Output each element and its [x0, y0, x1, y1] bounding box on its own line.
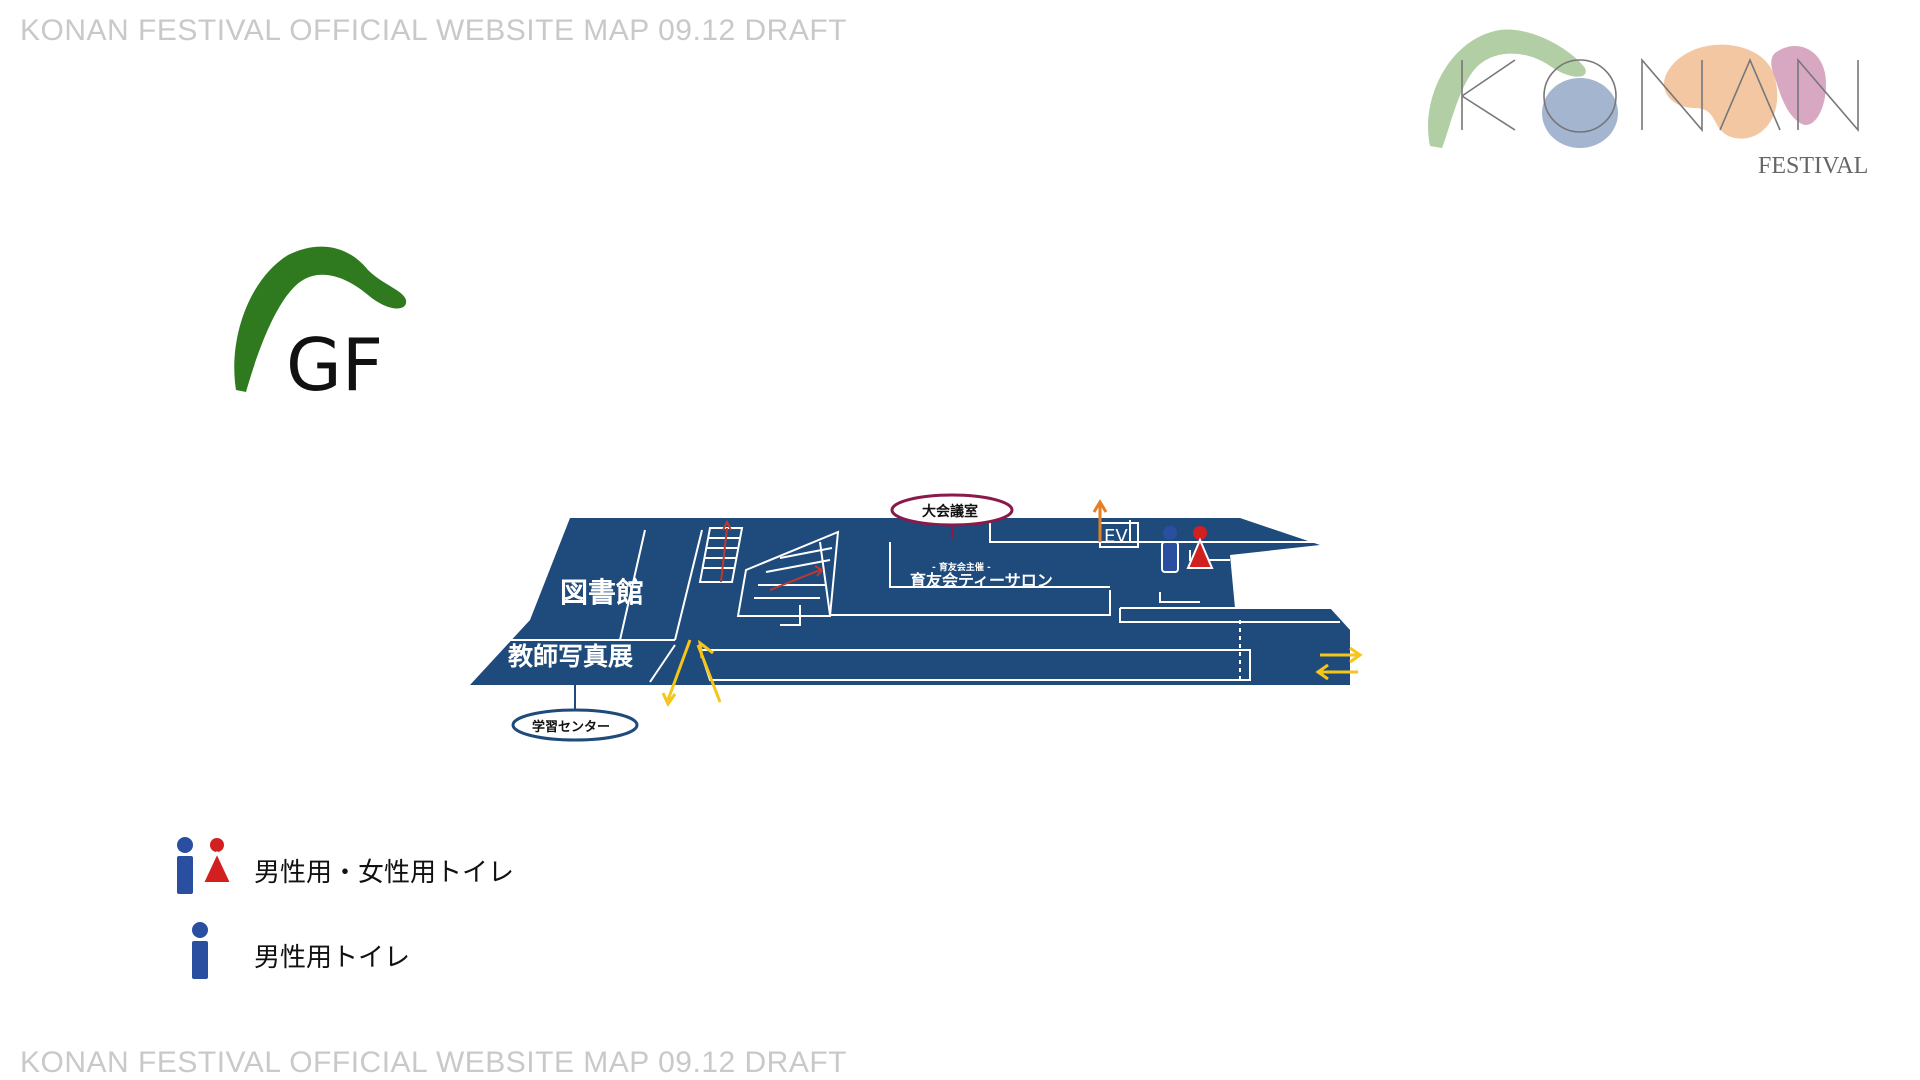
restroom-male-icon [1161, 526, 1179, 573]
restroom-female-icon [1186, 526, 1214, 569]
logo-wordmark [1461, 57, 1859, 133]
yellow-exit-arrow-icon [1315, 646, 1363, 681]
room-conference: 大会議室 [922, 503, 978, 520]
room-library: 図書館 [560, 576, 644, 609]
legend-row-male: 男性用トイレ [160, 920, 410, 990]
floor-badge: GF [234, 246, 407, 400]
floor-map: EV 図書館 教師写真展 - 育友会主催 - 育友会ティーサロン 大会議室 学習… [470, 493, 1370, 742]
conference-room-callout [890, 493, 1014, 527]
staircase-left [698, 527, 744, 583]
floor-plan-lines [490, 520, 1370, 683]
room-teacher-photo-exhibit: 教師写真展 [508, 642, 633, 671]
draft-watermark-bottom: KONAN FESTIVAL OFFICIAL WEBSITE MAP 09.1… [20, 1046, 848, 1079]
logo-green-leaf [1428, 29, 1586, 148]
room-tea-salon: 育友会ティーサロン [910, 571, 1053, 590]
ev-label: EV [1104, 526, 1128, 547]
konan-festival-logo: FESTIVAL [1428, 29, 1868, 179]
logo-subtitle: FESTIVAL [1758, 153, 1868, 179]
logo-blue-blob [1542, 78, 1618, 148]
stair-down-arrow-icon [769, 565, 824, 591]
legend-label-male-female: 男性用・女性用トイレ [254, 857, 515, 888]
legend-row-male-female: 男性用・女性用トイレ [160, 835, 514, 905]
room-tea-salon-subtitle: - 育友会主催 - [932, 561, 991, 573]
floor-badge-leaf-icon [234, 246, 407, 392]
ev-up-arrow-icon [1092, 499, 1108, 542]
male-restroom-icon [190, 922, 210, 981]
yellow-updown-arrow-icon [661, 639, 722, 708]
learning-center-callout [511, 708, 639, 742]
legend-label-male: 男性用トイレ [254, 942, 411, 973]
floor-label: GF [286, 323, 383, 400]
room-learning-center: 学習センター [532, 719, 610, 735]
stair-up-arrow-icon [720, 519, 732, 583]
logo-orange-blob [1664, 44, 1778, 139]
draft-watermark-top: KONAN FESTIVAL OFFICIAL WEBSITE MAP 09.1… [20, 14, 848, 47]
male-female-restroom-icon [175, 837, 233, 901]
staircase-right [736, 530, 840, 617]
